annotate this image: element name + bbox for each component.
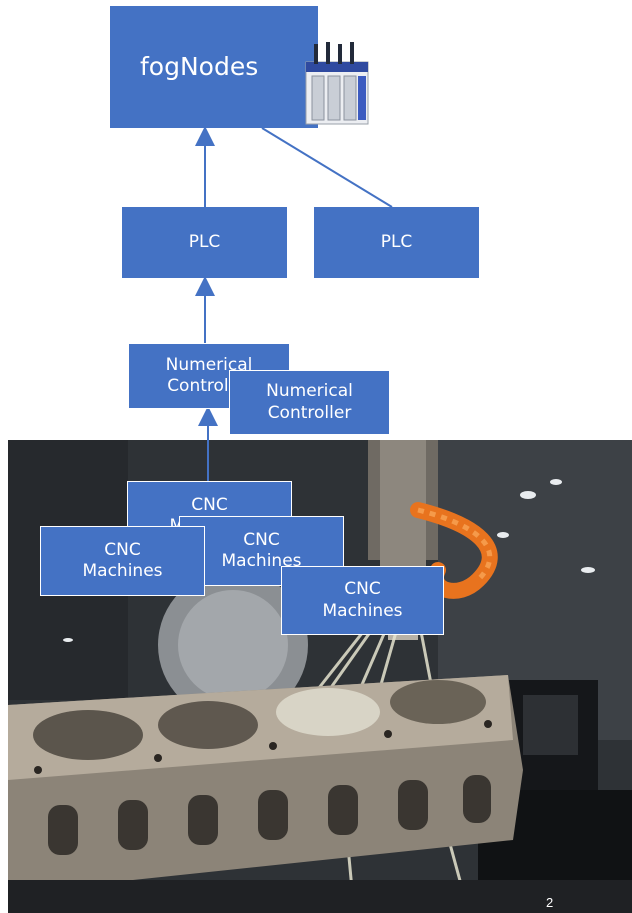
slide-number: 2 — [546, 895, 553, 910]
plc-box-right: PLC — [314, 207, 479, 278]
plc-label: PLC — [189, 232, 221, 253]
numerical-controller-label: Numerical Controller — [266, 381, 353, 424]
numerical-controller-box: Numerical Controller — [229, 370, 390, 435]
cnc-machines-box: CNC Machines — [40, 526, 205, 596]
cnc-machines-label: CNC Machines — [322, 579, 402, 622]
cnc-machines-box: CNC Machines — [281, 566, 444, 635]
fog-nodes-box: fogNodes — [110, 6, 318, 128]
line-fognodes-to-plc-right — [262, 128, 392, 207]
plc-box-left: PLC — [122, 207, 287, 278]
fog-nodes-label: fogNodes — [140, 51, 258, 82]
cnc-machines-label: CNC Machines — [82, 540, 162, 583]
server-rack-icon — [300, 40, 374, 128]
plc-label: PLC — [381, 232, 413, 253]
